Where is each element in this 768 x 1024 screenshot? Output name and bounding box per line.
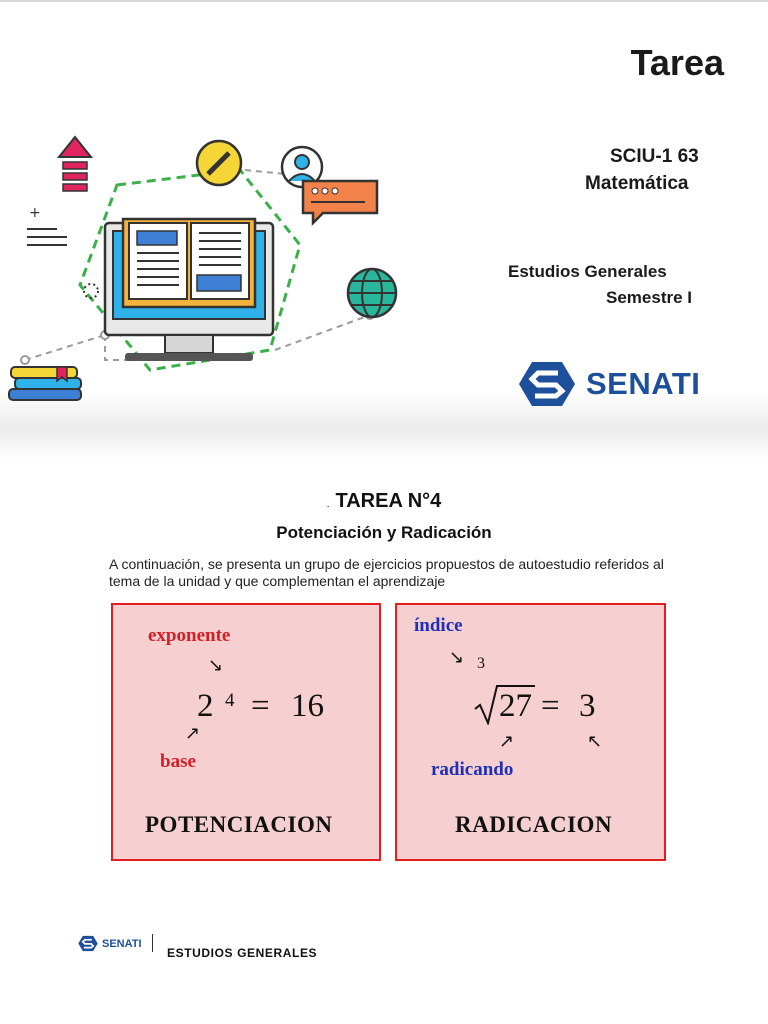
books-stack-icon: [8, 366, 82, 401]
radicand-value: 27: [499, 688, 532, 724]
task-marker: .: [326, 499, 330, 510]
header-shadow: [0, 390, 768, 460]
power-exponent: 4: [225, 690, 235, 711]
e-learning-illustration: +: [8, 135, 398, 401]
power-base: 2: [197, 688, 214, 724]
radicacion-panel: índice ↘ 3 27 = 3 ↗ ↖ radicando RADICACI…: [395, 603, 666, 861]
index-label: índice: [414, 615, 463, 636]
radicand-label: radicando: [431, 759, 514, 780]
footer-text: ESTUDIOS GENERALES: [167, 946, 318, 960]
arrow-down-right-icon: ↘: [449, 647, 465, 668]
intro-paragraph: A continuación, se presenta un grupo de …: [109, 556, 664, 589]
exponent-label: exponente: [148, 625, 231, 646]
task-title: . TAREA N°4: [0, 490, 768, 513]
power-result: 16: [291, 688, 324, 724]
base-label: base: [160, 751, 196, 772]
course-name: Matemática: [585, 173, 689, 194]
globe-icon: [346, 267, 398, 319]
power-equals: =: [251, 688, 270, 724]
course-code: SCIU-1 63: [610, 146, 699, 167]
svg-text:+: +: [29, 205, 41, 221]
root-result: 3: [579, 688, 596, 724]
arrow-up-left-icon: ↖: [587, 731, 603, 752]
senati-logo: SENATI: [518, 358, 700, 410]
open-book-icon: [121, 217, 257, 309]
up-arrow-icon: [56, 135, 94, 192]
arrow-up-right-icon: ↗: [185, 723, 201, 744]
radical-sign-icon: [474, 685, 535, 725]
root-equals: =: [541, 688, 560, 724]
root-index: 3: [477, 655, 485, 672]
user-avatar-icon: [280, 145, 324, 189]
pencil-icon: [195, 139, 243, 187]
arrow-up-right-icon: ↗: [499, 731, 515, 752]
loading-icon: [83, 283, 99, 299]
potenciacion-panel: exponente ↘ 2 4 = 16 ↗ base POTENCIACION: [111, 603, 381, 861]
potenciacion-caption: POTENCIACION: [145, 812, 333, 837]
department-name: Estudios Generales: [508, 262, 667, 281]
page-title: Tarea: [630, 42, 724, 83]
chat-bubble-icon: [301, 179, 379, 227]
footer-logo: SENATI: [78, 935, 142, 952]
task-subtitle: Potenciación y Radicación: [276, 523, 492, 542]
semester-label: Semestre I: [606, 288, 692, 307]
footer-divider: [152, 934, 153, 952]
document-lines-icon: +: [27, 205, 67, 246]
senati-logo-icon: [519, 362, 575, 406]
radicacion-caption: RADICACION: [455, 812, 613, 837]
senati-logo-icon: [78, 935, 98, 952]
top-rule: [0, 0, 768, 2]
senati-logo-text: SENATI: [586, 366, 701, 401]
footer-logo-text: SENATI: [102, 937, 142, 950]
arrow-down-right-icon: ↘: [208, 655, 224, 676]
task-title-text: TAREA N°4: [335, 490, 442, 512]
